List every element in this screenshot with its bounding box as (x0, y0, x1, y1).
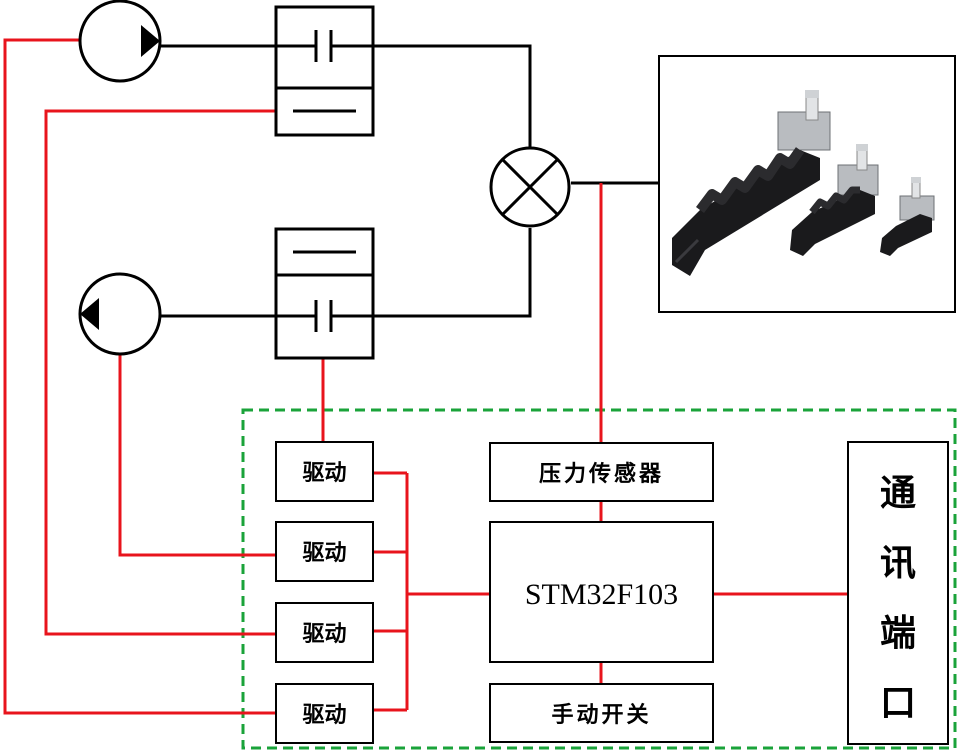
control-board-region (241, 408, 957, 750)
gripper-small (880, 177, 935, 256)
soft-gripper-image (658, 55, 956, 313)
pressure-sensor-box: 压力传感器 (489, 442, 714, 502)
valve-icon (274, 5, 375, 137)
driver-box: 驱动 (275, 521, 374, 582)
pump-icon (78, 272, 162, 356)
driver-label: 驱动 (302, 461, 346, 486)
cross-valve-icon (489, 146, 571, 228)
pressure-sensor-label: 压力传感器 (539, 461, 664, 487)
driver-label: 驱动 (302, 541, 346, 566)
comm-port-char: 讯 (880, 543, 916, 584)
manual-switch-box: 手动开关 (489, 683, 714, 743)
signal-wires (3, 38, 848, 715)
gripper-large (672, 90, 831, 276)
driver-label: 驱动 (302, 703, 346, 728)
comm-port-char: 端 (880, 613, 916, 654)
mcu-label: STM32F103 (525, 578, 678, 611)
pneumatic-lines (160, 44, 660, 318)
comm-port-box: 通 讯 端 口 (847, 441, 949, 745)
driver-box: 驱动 (275, 602, 374, 663)
mcu-box: STM32F103 (489, 521, 714, 663)
pump-icon (78, 0, 162, 83)
driver-box: 驱动 (275, 683, 374, 744)
driver-box: 驱动 (275, 441, 374, 502)
driver-label: 驱动 (302, 622, 346, 647)
gripper-medium (790, 144, 879, 256)
comm-port-char: 口 (880, 683, 916, 724)
manual-switch-label: 手动开关 (551, 703, 651, 728)
valve-icon (274, 227, 375, 360)
comm-port-char: 通 (880, 473, 916, 514)
